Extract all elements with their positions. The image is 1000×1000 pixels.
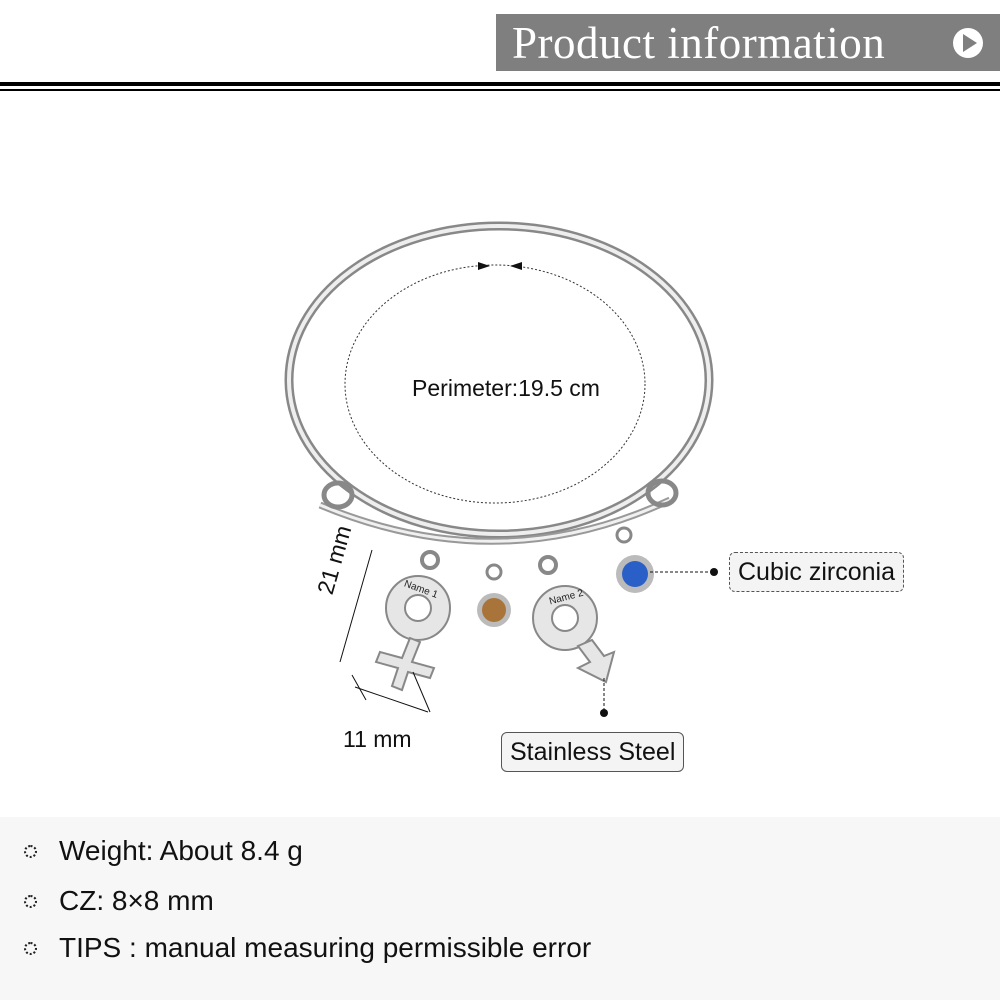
- callout-cubic-zirconia: Cubic zirconia: [729, 552, 905, 592]
- spec-item: CZ: 8×8 mm: [24, 885, 214, 917]
- bracelet-illustration: Perimeter:19.5 cm Name 1 Name 2: [284, 221, 718, 717]
- perimeter-label: Perimeter:19.5 cm: [412, 375, 600, 401]
- spec-item: TIPS : manual measuring permissible erro…: [24, 932, 591, 964]
- bullet-icon: [24, 894, 37, 908]
- width-dimension: 11 mm: [343, 726, 412, 752]
- bullet-icon: [24, 941, 37, 955]
- spec-text: TIPS : manual measuring permissible erro…: [59, 932, 592, 963]
- charm-female-symbol: [374, 550, 451, 692]
- spec-item: Weight: About 8.4 g: [24, 835, 303, 867]
- bullet-icon: [24, 844, 37, 858]
- divider: [0, 82, 1000, 86]
- play-circle-icon: [953, 28, 983, 58]
- bangle: [284, 221, 714, 545]
- callout-lines: [603, 571, 714, 713]
- charm-blue-stone: [615, 526, 654, 593]
- dimension-lines: [339, 549, 431, 713]
- section-header: Product information: [496, 14, 1000, 71]
- charm-male-symbol: [532, 555, 616, 684]
- callout-stainless-steel: Stainless Steel: [501, 732, 685, 772]
- spec-panel: Weight: About 8.4 g CZ: 8×8 mm TIPS : ma…: [0, 817, 1000, 1000]
- divider: [0, 89, 1000, 91]
- spec-text: CZ: 8×8 mm: [59, 885, 214, 916]
- charm-brown-stone: [477, 563, 511, 627]
- spec-text: Weight: About 8.4 g: [59, 835, 303, 866]
- header-title: Product information: [512, 17, 886, 68]
- perimeter-indicator: [344, 262, 646, 504]
